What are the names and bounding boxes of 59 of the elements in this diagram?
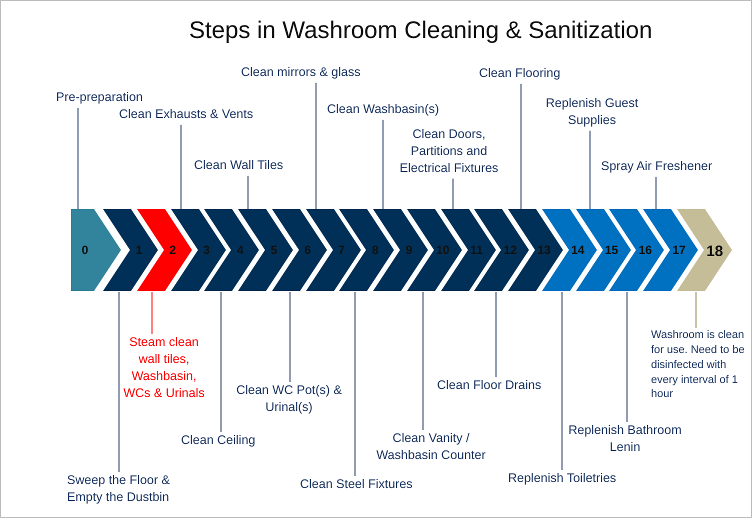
leader-line — [452, 178, 454, 210]
chevron-step — [238, 209, 293, 291]
step-number: 12 — [504, 243, 517, 257]
chevron-step — [204, 209, 260, 291]
step-label: Steam clean wall tiles, Washbasin, WCs & Urinals — [123, 334, 205, 402]
step-number: 13 — [537, 243, 551, 257]
step-label: Pre-preparation — [56, 89, 143, 106]
chevron-step — [103, 209, 158, 291]
step-number: 9 — [406, 243, 412, 257]
leader-line — [180, 124, 182, 210]
leader-line — [626, 292, 628, 422]
title: Steps in Washroom Cleaning & Sanitization — [189, 17, 652, 45]
step-number: 18 — [706, 243, 724, 260]
step-label: Clean Floor Drains — [437, 377, 542, 394]
leader-line — [422, 292, 424, 430]
chevron-step — [406, 209, 462, 291]
step-number: 8 — [372, 243, 379, 257]
step-label: Washroom is clean for use. Need to be disinfected with every interval of 1 hour — [651, 328, 746, 402]
step-label: Clean Steel Fixtures — [300, 476, 413, 493]
step-label: Clean Exhausts & Vents — [119, 106, 254, 123]
step-number: 2 — [169, 243, 176, 257]
step-label: Replenish Toiletries — [508, 470, 616, 487]
leader-line — [382, 119, 384, 210]
step-number: 10 — [436, 243, 450, 257]
chevron-step — [136, 209, 192, 291]
step-label: Replenish Guest Supplies — [537, 95, 647, 129]
step-label: Spray Air Freshener — [601, 158, 712, 175]
chevron-step — [272, 209, 327, 291]
leader-line — [354, 292, 356, 476]
chevron-step — [339, 209, 394, 291]
step-label: Clean WC Pot(s) & Urinal(s) — [229, 382, 349, 416]
step-number: 14 — [571, 243, 584, 257]
chevron-step — [373, 209, 428, 291]
step-label: Sweep the Floor & Empty the Dustbin — [67, 472, 197, 506]
step-number: 15 — [604, 243, 618, 257]
step-label: Clean Washbasin(s) — [327, 101, 440, 118]
step-number: 5 — [270, 243, 278, 257]
step-number: 17 — [672, 243, 686, 257]
leader-line — [520, 83, 522, 210]
step-number: 16 — [638, 243, 652, 257]
step-label: Clean mirrors & glass — [241, 64, 360, 81]
step-label: Clean Flooring — [479, 65, 560, 82]
step-number: 4 — [236, 243, 244, 257]
step-number: 6 — [304, 243, 312, 257]
chevron-step — [71, 209, 121, 291]
step-number: 7 — [338, 243, 345, 257]
step-label: Clean Vanity / Washbasin Counter — [366, 430, 496, 464]
step-label: Clean Wall Tiles — [194, 157, 284, 174]
step-number: 1 — [136, 243, 142, 257]
step-number: 3 — [203, 243, 210, 257]
step-number: 11 — [470, 243, 483, 257]
step-number: 0 — [82, 243, 88, 257]
chevron-step — [306, 209, 360, 291]
step-label: Clean Ceiling — [181, 432, 256, 449]
step-label: Replenish Bathroom Lenin — [562, 422, 688, 456]
chevron-step — [170, 209, 226, 291]
leader-line — [220, 292, 222, 432]
leader-line — [118, 292, 120, 472]
step-label: Clean Doors, Partitions and Electrical Fixtures — [399, 126, 499, 177]
